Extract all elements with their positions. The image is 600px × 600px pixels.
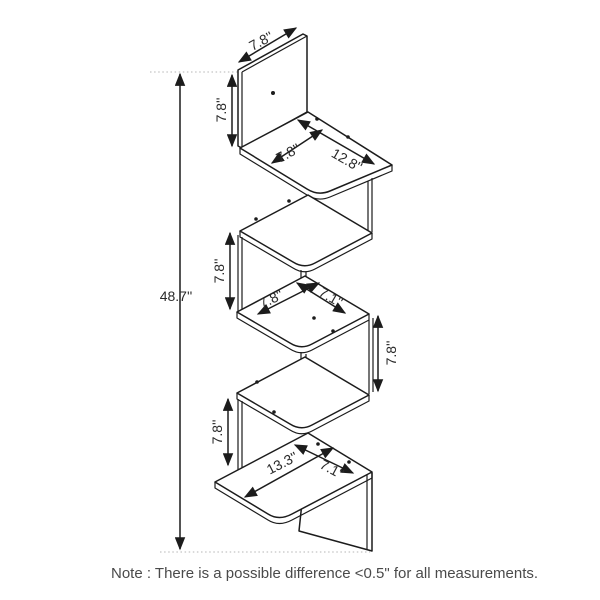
- dim-shelf3-width-arrow: [295, 282, 347, 314]
- dim-gap-3-4-label: 7.8'': [383, 341, 399, 366]
- dim-total-height-label: 48.7'': [160, 288, 193, 304]
- measurement-note: Note : There is a possible difference <0…: [111, 565, 538, 582]
- dimension-arrows: [174, 27, 384, 551]
- dim-gap-2-3-label: 7.8'': [211, 259, 227, 284]
- dim-top-width-arrow: [237, 27, 298, 63]
- shelf-unit: [214, 33, 393, 552]
- shelf-2: [239, 194, 373, 273]
- dim-shelf5-depth-arrow: [293, 444, 355, 474]
- dim-top-width-label: 7.8'': [246, 28, 275, 54]
- dim-gap-4-5-label: 7.8'': [209, 420, 225, 445]
- dim-shelf1-width-arrow: [296, 119, 376, 165]
- datum-lines: [150, 71, 370, 553]
- side-panel-right-1: [367, 178, 373, 232]
- dim-panel-height-label: 7.8'': [213, 98, 229, 123]
- shelf-4: [236, 356, 370, 435]
- side-panel-left-2: [237, 399, 243, 470]
- cam-hole-dot: [271, 91, 275, 95]
